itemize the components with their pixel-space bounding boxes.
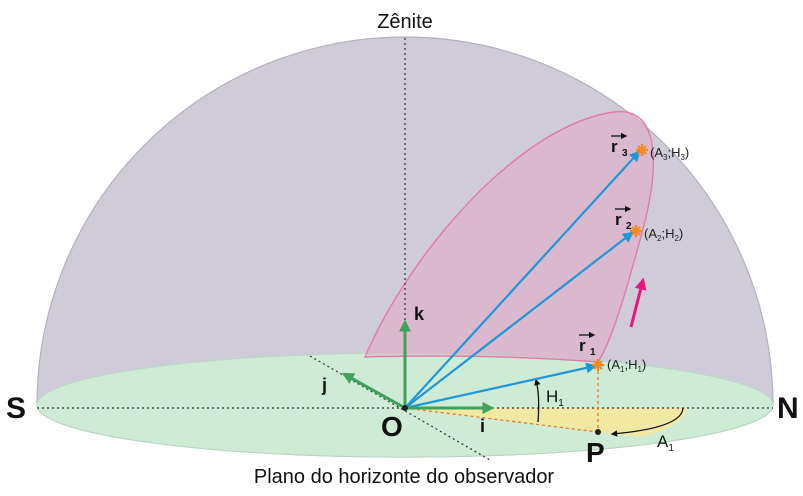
zenith-label: Zênite (377, 11, 433, 33)
label-r1: r 1 (579, 331, 596, 358)
star-marker-1 (592, 359, 604, 371)
plane-caption: Plano do horizonte do observador (254, 466, 555, 488)
coord-label-1: (A1;H1) (607, 357, 646, 374)
foot-point-label: P (586, 437, 605, 468)
svg-text:2: 2 (626, 221, 632, 232)
svg-text:r: r (615, 210, 622, 229)
coord-label-2: (A2;H2) (644, 226, 683, 243)
azimuth-label: A1 (657, 432, 674, 454)
north-label: N (777, 392, 799, 425)
star-marker-2 (630, 225, 642, 237)
origin-point (402, 405, 408, 411)
origin-label: O (381, 411, 403, 442)
vector-r3 (404, 150, 641, 409)
star-marker-3 (636, 144, 648, 156)
unit-vector-j (341, 372, 406, 410)
azimuth-region (405, 408, 688, 437)
altitude-arc (534, 378, 541, 423)
svg-text:3: 3 (622, 148, 628, 159)
coord-label-3: (A3;H3) (650, 145, 689, 162)
vector-r2 (404, 231, 634, 409)
motion-arrow (629, 277, 647, 328)
label-r3: r 3 (611, 132, 628, 159)
vector-r1 (404, 362, 598, 410)
altitude-label: H1 (546, 387, 564, 409)
unit-vector-j-label: j (321, 375, 327, 395)
foot-point (595, 429, 601, 435)
azimuth-arc (610, 407, 684, 437)
unit-vector-i-label: i (480, 416, 485, 436)
projection-line (404, 407, 599, 433)
svg-text:1: 1 (590, 347, 596, 358)
unit-vector-k-label: k (414, 304, 425, 324)
svg-text:r: r (579, 336, 586, 355)
svg-text:r: r (611, 137, 618, 156)
south-label: S (6, 392, 26, 425)
orbit-plane (363, 111, 654, 363)
label-r2: r 2 (615, 205, 632, 232)
